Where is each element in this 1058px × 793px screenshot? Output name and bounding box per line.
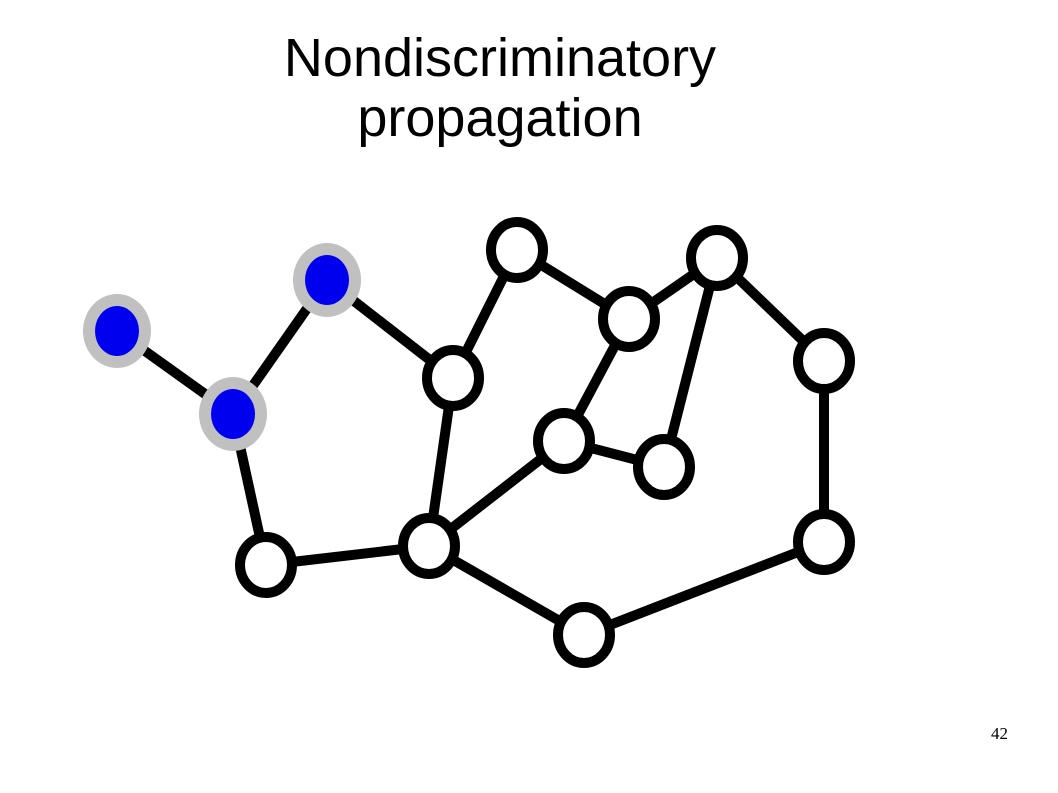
node-n7-inactive <box>398 513 460 579</box>
slide-title: Nondiscriminatory propagation <box>0 28 1000 148</box>
nodes-layer <box>83 217 855 668</box>
node-n10-inactive <box>686 225 748 291</box>
edge-n10-n11 <box>659 256 722 469</box>
node-n2-active <box>305 255 349 305</box>
page-number: 42 <box>991 724 1008 743</box>
node-n8-inactive <box>598 286 660 352</box>
node-n1-active <box>95 306 139 356</box>
node-n9-inactive <box>533 408 595 474</box>
node-n4-inactive <box>235 532 297 598</box>
node-n12-inactive <box>793 328 855 394</box>
edge-n13-n14 <box>582 537 826 640</box>
node-n14-inactive <box>553 602 615 668</box>
node-n13-inactive <box>793 509 855 575</box>
node-n11-inactive <box>633 434 695 500</box>
title-line-2: propagation <box>357 88 643 148</box>
node-n3-active <box>211 389 255 439</box>
node-n5-inactive <box>422 345 484 411</box>
title-line-1: Nondiscriminatory <box>283 28 717 88</box>
node-n6-inactive <box>486 217 548 283</box>
